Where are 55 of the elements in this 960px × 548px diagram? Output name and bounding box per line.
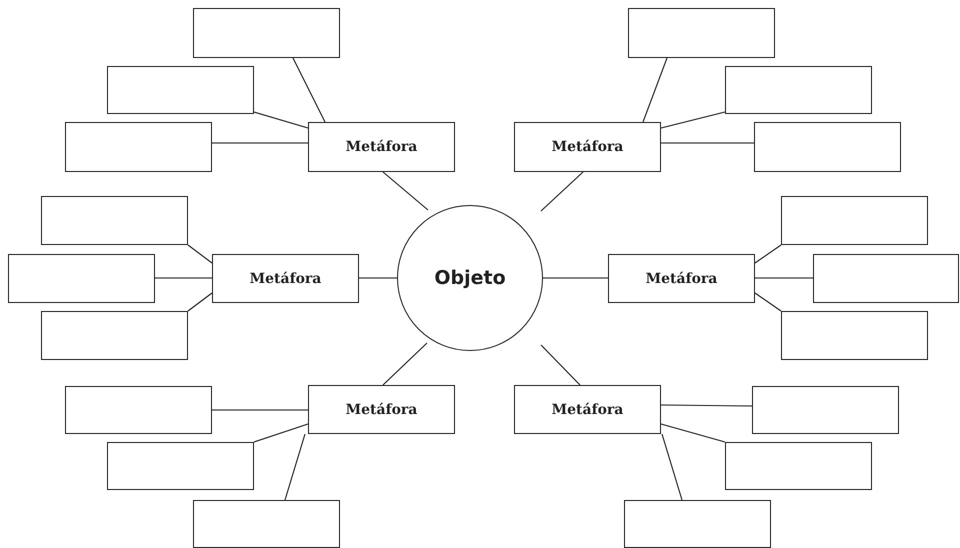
empty-box (193, 8, 340, 58)
connector-line (292, 58, 326, 122)
empty-box (628, 8, 775, 58)
connector-line (661, 434, 683, 500)
connector-line (188, 244, 212, 264)
empty-box (813, 254, 959, 303)
metaphor-box (308, 385, 455, 434)
empty-box (752, 386, 899, 434)
connector-line (754, 292, 782, 312)
empty-box (754, 122, 901, 172)
connector-line (188, 292, 212, 312)
metaphor-box (608, 254, 755, 303)
connector-line (660, 423, 726, 443)
connector-line (661, 142, 754, 144)
node-label: Metáfora (250, 270, 322, 286)
metaphor-box (514, 122, 661, 172)
empty-box (624, 500, 771, 548)
node-label: Metáfora (346, 402, 418, 418)
node-label: Metáfora (346, 139, 418, 155)
empty-box (65, 122, 212, 172)
empty-box (65, 386, 212, 434)
connector-line (254, 111, 308, 129)
connector-line (359, 277, 397, 279)
empty-box (41, 311, 188, 360)
empty-box (107, 442, 254, 490)
empty-box (725, 66, 872, 114)
node-label: Metáfora (646, 270, 718, 286)
connector-line (155, 277, 212, 279)
empty-box (41, 196, 188, 245)
connector-line (540, 344, 580, 386)
metaphor-box (514, 385, 661, 434)
node-label: Metáfora (552, 139, 624, 155)
connector-line (382, 172, 428, 210)
node-label: Metáfora (552, 402, 624, 418)
connector-line (382, 342, 428, 386)
connector-line (661, 404, 752, 407)
connector-line (212, 409, 308, 411)
metaphor-box (308, 122, 455, 172)
connector-line (660, 111, 726, 129)
connector-line (254, 423, 308, 443)
connector-line (284, 434, 306, 500)
empty-box (725, 442, 872, 490)
connector-line (754, 244, 782, 264)
connector-line (642, 58, 668, 122)
empty-box (781, 196, 928, 245)
empty-box (193, 500, 340, 548)
node-label: Objeto (434, 267, 506, 289)
connector-line (540, 172, 584, 212)
metaphor-box (212, 254, 359, 303)
connector-line (212, 142, 308, 144)
empty-box (8, 254, 155, 303)
empty-box (781, 311, 928, 360)
connector-line (755, 277, 813, 279)
empty-box (107, 66, 254, 114)
connector-line (543, 277, 608, 279)
